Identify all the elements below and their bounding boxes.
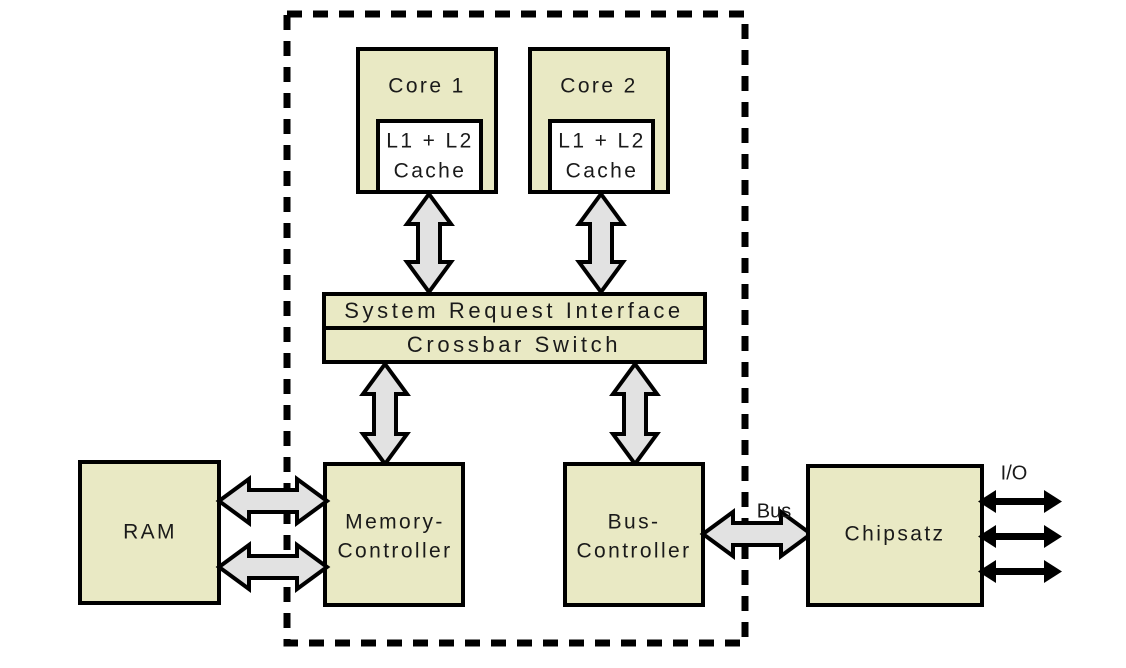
arrow-ram-to-memory-controller-lower bbox=[215, 541, 331, 593]
block-chipset[interactable] bbox=[806, 464, 984, 607]
memory-controller-label-line2: Controller bbox=[337, 540, 452, 563]
io-arrow-3 bbox=[978, 560, 1062, 583]
arrow-core1-to-sri bbox=[403, 190, 455, 296]
io-connection-label: I/O bbox=[1001, 462, 1028, 484]
bus-controller-label-line1: Bus- bbox=[608, 511, 661, 534]
chipset-label: Chipsatz bbox=[845, 523, 946, 546]
bus-controller-label-line2: Controller bbox=[576, 540, 691, 563]
core-1-cache-label-line2: Cache bbox=[394, 160, 467, 183]
core-1-label: Core 1 bbox=[388, 75, 465, 98]
system-request-interface-label: System Request Interface bbox=[344, 298, 684, 323]
block-core-1-cache[interactable] bbox=[376, 119, 483, 194]
core-2-cache-label-line2: Cache bbox=[566, 160, 639, 183]
block-bus-controller[interactable] bbox=[563, 462, 705, 607]
memory-controller-label-line1: Memory- bbox=[345, 511, 445, 534]
block-memory-controller[interactable] bbox=[323, 462, 465, 607]
core-1-cache-label-line1: L1 + L2 bbox=[386, 130, 473, 153]
io-arrow-1 bbox=[978, 490, 1062, 513]
bus-connection-label: Bus bbox=[757, 500, 791, 522]
core-2-cache-label-line1: L1 + L2 bbox=[558, 130, 645, 153]
arrow-crossbar-to-memory-controller bbox=[359, 360, 411, 468]
ram-label: RAM bbox=[123, 521, 177, 544]
block-ram[interactable] bbox=[78, 460, 221, 605]
core-2-label: Core 2 bbox=[560, 75, 637, 98]
arrow-core2-to-sri bbox=[575, 190, 627, 296]
arrow-ram-to-memory-controller-upper bbox=[215, 475, 331, 527]
arrow-crossbar-to-bus-controller bbox=[609, 360, 661, 468]
cpu-die-boundary bbox=[283, 10, 749, 647]
crossbar-switch-label: Crossbar Switch bbox=[407, 332, 621, 357]
io-arrow-2 bbox=[978, 525, 1062, 548]
block-crossbar-switch[interactable] bbox=[322, 326, 707, 364]
